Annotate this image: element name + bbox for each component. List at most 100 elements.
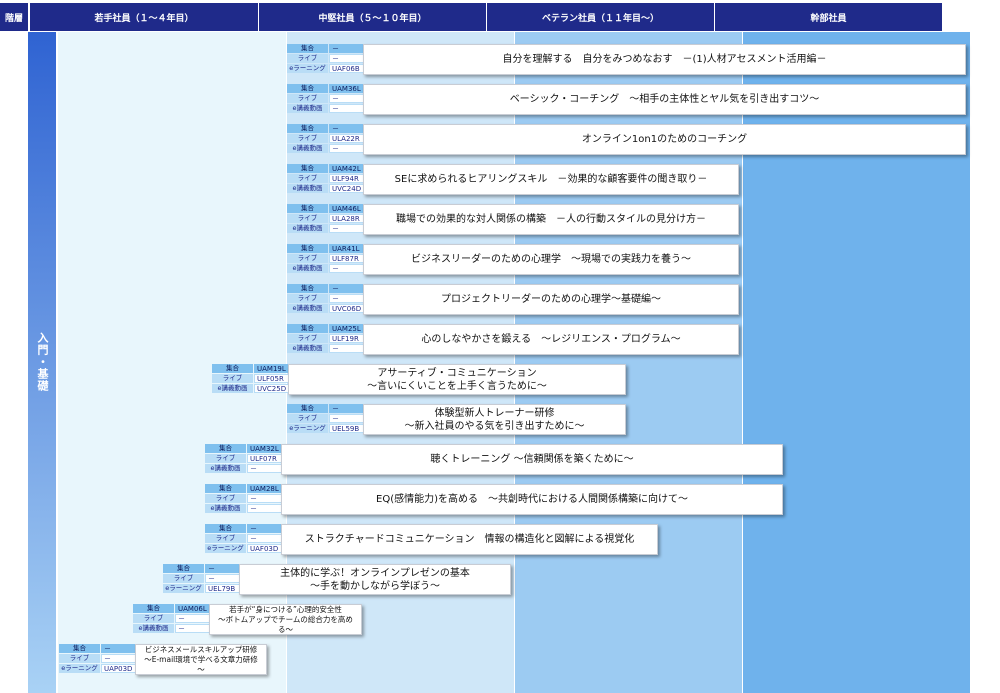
meta-row: ライブ－ (287, 54, 365, 64)
meta-format-label: ライブ (205, 534, 246, 543)
course-title-bar[interactable]: ビジネスメールスキルアップ研修～E-mail環境で学べる文章力研修～ (135, 644, 267, 675)
course-title-bar[interactable]: ストラクチャードコミュニケーション 情報の構造化と図解による視覚化 (281, 524, 658, 555)
meta-course-code[interactable]: UAF03D (247, 544, 283, 553)
course-title-text: ～新入社員のやる気を引き出すために～ (404, 420, 585, 432)
stage-label: 入門・基礎 (36, 332, 49, 392)
meta-format-label: 集合 (205, 444, 246, 453)
course-title-bar[interactable]: オンライン1on1のためのコーチング (363, 124, 966, 155)
meta-format-label: e講義動画 (287, 264, 328, 273)
meta-format-label: e講義動画 (205, 504, 246, 513)
meta-course-code[interactable]: UAM28L (247, 484, 283, 493)
meta-format-label: e講義動画 (287, 304, 328, 313)
course-title-bar[interactable]: ビジネスリーダーのための心理学 ～現場での実践力を養う～ (363, 244, 739, 275)
meta-course-code[interactable]: UAM19L (254, 364, 290, 373)
course-title-bar[interactable]: 自分を理解する 自分をみつめなおす －(1)人材アセスメント活用編－ (363, 44, 966, 75)
course-title-text: 若手が“身につける”心理的安全性 (229, 604, 342, 614)
meta-course-code[interactable]: UVC24D (329, 184, 365, 193)
course-title-text: ～E-mail環境で学べる文章力研修～ (144, 654, 258, 674)
meta-course-code: － (329, 104, 365, 113)
meta-row: e講義動画－ (287, 224, 365, 234)
meta-format-label: eラーニング (287, 424, 328, 433)
course-title-bar[interactable]: 心のしなやかさを鍛える ～レジリエンス・プログラム～ (363, 324, 739, 355)
meta-format-label: 集合 (287, 284, 328, 293)
meta-format-label: ライブ (287, 294, 328, 303)
meta-course-code[interactable]: UEL59B (329, 424, 365, 433)
meta-format-label: e講義動画 (287, 224, 328, 233)
meta-course-code[interactable]: ULF87R (329, 254, 365, 263)
meta-course-code[interactable]: ULF19R (329, 334, 365, 343)
header-row: 階層 若手社員（１～４年目） 中堅社員（５～１０年目） ベテラン社員（１１年目～… (0, 3, 942, 31)
meta-format-label: ライブ (287, 414, 328, 423)
course-title-bar[interactable]: ベーシック・コーチング ～相手の主体性とヤル気を引き出すコツ～ (363, 84, 966, 115)
meta-row: e講義動画－ (205, 504, 283, 514)
meta-format-label: 集合 (59, 644, 100, 653)
meta-format-label: ライブ (287, 94, 328, 103)
meta-row: ライブ－ (205, 534, 283, 544)
meta-course-code[interactable]: ULA28R (329, 214, 365, 223)
course-title-text: プロジェクトリーダーのための心理学～基礎編～ (441, 294, 661, 305)
meta-course-code: － (329, 124, 365, 133)
meta-course-code[interactable]: UAM06L (175, 604, 211, 613)
meta-format-label: e講義動画 (287, 144, 328, 153)
meta-course-code[interactable]: UVC25D (254, 384, 290, 393)
course-title-bar[interactable]: 体験型新人トレーナー研修～新入社員のやる気を引き出すために～ (363, 404, 626, 435)
meta-course-code[interactable]: UAM36L (329, 84, 365, 93)
meta-course-code[interactable]: UVC06D (329, 304, 365, 313)
course-title-bar[interactable]: SEに求められるヒアリングスキル －効果的な顧客要件の聞き取り－ (363, 164, 739, 195)
meta-format-label: 集合 (287, 404, 328, 413)
meta-format-label: eラーニング (205, 544, 246, 553)
course-title-text: ビジネスメールスキルアップ研修 (144, 644, 258, 654)
course-title-bar[interactable]: 職場での効果的な対人関係の構築 －人の行動スタイルの見分け方－ (363, 204, 739, 235)
meta-course-code[interactable]: UEL79B (205, 584, 241, 593)
meta-course-code: － (101, 644, 137, 653)
meta-course-code[interactable]: UAM42L (329, 164, 365, 173)
course-title-bar[interactable]: アサーティブ・コミュニケーション～言いにくいことを上手く言うために～ (288, 364, 626, 395)
meta-course-code[interactable]: UAM32L (247, 444, 283, 453)
meta-format-label: 集合 (287, 164, 328, 173)
meta-course-code: － (329, 344, 365, 353)
meta-row: ライブ－ (287, 94, 365, 104)
meta-course-code: － (247, 494, 283, 503)
meta-course-code[interactable]: UAM25L (329, 324, 365, 333)
course-title-bar[interactable]: 主体的に学ぶ！オンラインプレゼンの基本～手を動かしながら学ぼう～ (239, 564, 511, 595)
course-title-text: ベーシック・コーチング ～相手の主体性とヤル気を引き出すコツ～ (509, 94, 820, 105)
meta-format-label: ライブ (205, 494, 246, 503)
meta-format-label: 集合 (287, 84, 328, 93)
meta-row: 集合－ (287, 284, 365, 294)
meta-course-code[interactable]: UAR41L (329, 244, 365, 253)
meta-course-code[interactable]: ULF94R (329, 174, 365, 183)
course-title-bar[interactable]: 聴くトレーニング ～信頼関係を築くために～ (281, 444, 783, 475)
meta-course-code: － (175, 624, 211, 633)
meta-course-code[interactable]: UAF06B (329, 64, 365, 73)
meta-course-code: － (329, 264, 365, 273)
header-level: 階層 (0, 3, 28, 31)
course-title-bar[interactable]: プロジェクトリーダーのための心理学～基礎編～ (363, 284, 739, 315)
meta-course-code[interactable]: UAP03D (101, 664, 137, 673)
meta-course-code[interactable]: ULF05R (254, 374, 290, 383)
meta-row: ライブ－ (59, 654, 137, 664)
course-title-bar[interactable]: EQ(感情能力)を高める ～共創時代における人間関係構築に向けて～ (281, 484, 783, 515)
header-young: 若手社員（１～４年目） (30, 3, 258, 31)
course-title-bar[interactable]: 若手が“身につける”心理的安全性～ボトムアップでチームの総合力を高める～ (209, 604, 362, 635)
meta-course-code[interactable]: UAM46L (329, 204, 365, 213)
meta-course-code[interactable]: ULF07R (247, 454, 283, 463)
meta-course-code: － (205, 574, 241, 583)
meta-course-code[interactable]: ULA22R (329, 134, 365, 143)
meta-course-code: － (247, 504, 283, 513)
meta-format-label: 集合 (205, 484, 246, 493)
meta-course-code: － (329, 44, 365, 53)
